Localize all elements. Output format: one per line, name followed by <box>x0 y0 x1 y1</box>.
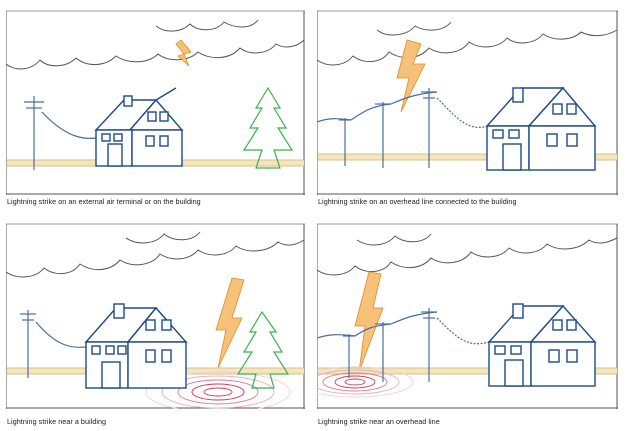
caption-strike-near-overhead-line: Lightning strike near an overhead line <box>318 417 440 426</box>
house <box>485 86 597 171</box>
storm-cloud <box>317 237 618 276</box>
pine-tree <box>242 86 294 169</box>
storm-cloud-upper <box>356 233 432 246</box>
storm-cloud <box>317 29 618 66</box>
caption-strike-on-building: Lightning strike on an external air term… <box>7 197 201 206</box>
panel-strike-near-overhead-line: Lightning strike near an overhead line <box>317 222 618 426</box>
caption-strike-near-building: Lightning strike near a building <box>7 417 107 426</box>
storm-cloud <box>6 239 305 278</box>
panel-strike-near-building: Lightning strike near a building <box>6 222 305 426</box>
lightning-bolt <box>215 277 245 369</box>
ground-strip <box>318 368 617 374</box>
lightning-bolt <box>354 271 384 373</box>
storm-cloud-upper <box>155 19 259 32</box>
ground-waves <box>317 366 414 398</box>
utility-pole <box>24 96 107 170</box>
house <box>487 303 597 387</box>
ground-waves <box>145 371 291 409</box>
house <box>94 87 184 167</box>
scene-strike-near-overhead-line <box>317 223 618 409</box>
scene-strike-near-building <box>6 223 305 409</box>
storm-cloud-upper <box>376 21 452 36</box>
storm-cloud <box>6 39 305 70</box>
utility-poles <box>317 88 490 168</box>
storm-cloud-upper <box>125 231 201 244</box>
pine-tree <box>236 310 290 389</box>
caption-strike-on-overhead-line: Lightning strike on an overhead line con… <box>318 197 517 206</box>
lightning-bolt <box>175 39 192 67</box>
scene-strike-on-building <box>6 10 305 195</box>
panel-strike-on-overhead-line: Lightning strike on an overhead line con… <box>317 8 618 206</box>
scene-strike-on-overhead-line <box>317 10 618 195</box>
utility-poles <box>317 308 490 382</box>
ground-strip <box>318 154 617 160</box>
house <box>84 303 188 389</box>
lightning-bolt <box>396 39 426 113</box>
panel-strike-on-building: Lightning strike on an external air term… <box>6 8 305 206</box>
